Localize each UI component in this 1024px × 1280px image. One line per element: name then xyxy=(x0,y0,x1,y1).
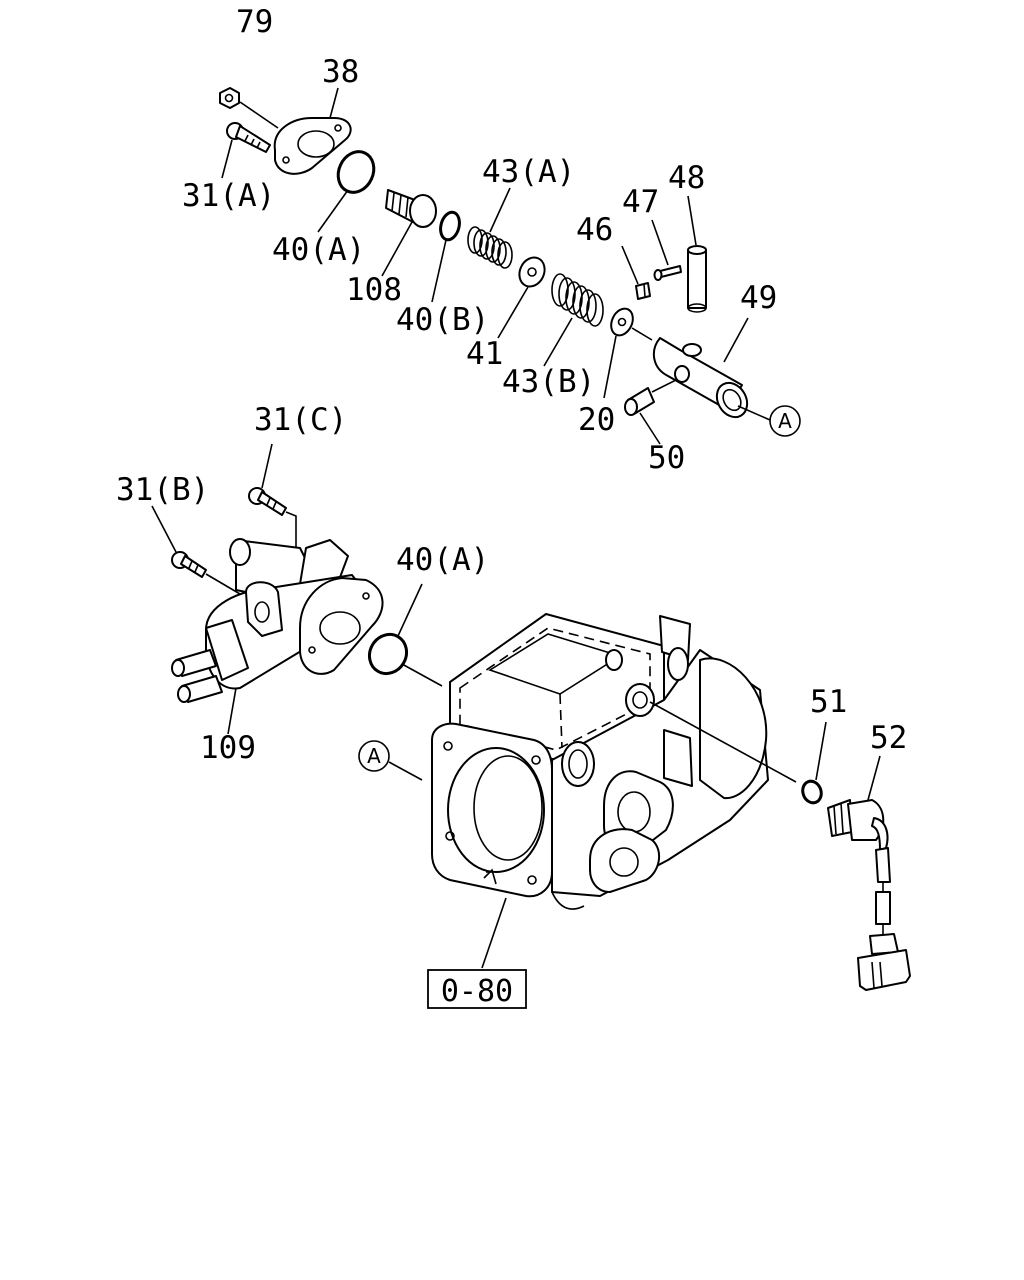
callout-a-top: A xyxy=(778,409,792,433)
leader-20 xyxy=(603,335,617,399)
leader-ref-box xyxy=(481,897,507,969)
leader-40a-top xyxy=(317,189,349,233)
label-40a-mid: 40(A) xyxy=(396,542,489,578)
label-40a-top: 40(A) xyxy=(272,232,365,268)
leader-a-left xyxy=(388,761,423,781)
label-51: 51 xyxy=(810,684,847,720)
leader-31b-axis xyxy=(205,573,241,595)
leader-31a xyxy=(221,139,233,179)
washer-20 xyxy=(610,307,634,337)
sleeve-50 xyxy=(624,387,655,416)
callout-a-top-circle xyxy=(769,405,801,437)
label-49: 49 xyxy=(740,280,777,316)
plug-108 xyxy=(385,189,437,228)
label-48: 48 xyxy=(668,160,705,196)
label-40b: 40(B) xyxy=(396,302,489,338)
screw-47 xyxy=(653,265,682,281)
leader-a-top xyxy=(737,405,771,421)
axis-line-mid xyxy=(401,663,443,687)
leader-51 xyxy=(815,721,827,781)
label-50: 50 xyxy=(648,440,685,476)
label-31c: 31(C) xyxy=(254,402,347,438)
label-38: 38 xyxy=(322,54,359,90)
bolt-31a xyxy=(226,122,271,153)
leader-41 xyxy=(497,286,529,339)
leader-40b xyxy=(431,239,447,303)
washer-41 xyxy=(518,256,546,288)
label-108: 108 xyxy=(346,272,402,308)
oring-51 xyxy=(801,779,823,805)
label-43a: 43(A) xyxy=(482,154,575,190)
label-52: 52 xyxy=(870,720,907,756)
oring-40a-top xyxy=(336,150,376,194)
leader-43a xyxy=(489,187,511,233)
nut-79 xyxy=(219,87,240,109)
leader-38 xyxy=(329,87,339,119)
label-43b: 43(B) xyxy=(502,364,595,400)
leader-108 xyxy=(381,221,413,277)
leader-40a-mid xyxy=(397,583,423,637)
label-20: 20 xyxy=(578,402,615,438)
oring-40a-mid xyxy=(367,632,409,676)
axis-line-sensor xyxy=(649,701,797,783)
leader-43b xyxy=(543,317,573,367)
label-41: 41 xyxy=(466,336,503,372)
ref-box-frame xyxy=(427,969,527,1009)
leader-31b xyxy=(151,505,177,553)
leader-49 xyxy=(723,317,749,363)
leader-52 xyxy=(867,755,881,801)
leader-48 xyxy=(687,195,697,246)
sensor-52 xyxy=(827,799,911,991)
callout-a-left-circle xyxy=(358,740,390,772)
label-31b: 31(B) xyxy=(116,472,209,508)
leader-46 xyxy=(621,245,639,285)
axis-line-top xyxy=(631,327,653,341)
spring-43a xyxy=(467,226,513,269)
main-housing xyxy=(431,613,769,910)
axis-line-50 xyxy=(651,379,677,393)
label-109: 109 xyxy=(200,730,256,766)
label-46: 46 xyxy=(576,212,613,248)
leader-47 xyxy=(651,219,669,266)
leader-31c xyxy=(261,443,273,489)
oring-40b xyxy=(439,210,461,242)
ref-box-label: 0-80 xyxy=(441,974,513,1009)
label-79: 79 xyxy=(236,4,273,40)
leader-79 xyxy=(239,101,279,129)
leader-50 xyxy=(639,412,661,445)
flange-38 xyxy=(273,117,352,175)
pin-48 xyxy=(687,245,707,313)
bolt-31c xyxy=(248,487,287,516)
leader-109 xyxy=(227,687,237,735)
flange-109 xyxy=(299,577,384,675)
callout-a-left: A xyxy=(367,744,381,768)
label-47: 47 xyxy=(622,184,659,220)
leader-31c-axis xyxy=(285,511,297,552)
housing-49 xyxy=(652,337,749,419)
bolt-31b xyxy=(171,551,207,578)
spring-43b xyxy=(551,273,604,327)
label-31a: 31(A) xyxy=(182,178,275,214)
key-46 xyxy=(635,282,651,300)
